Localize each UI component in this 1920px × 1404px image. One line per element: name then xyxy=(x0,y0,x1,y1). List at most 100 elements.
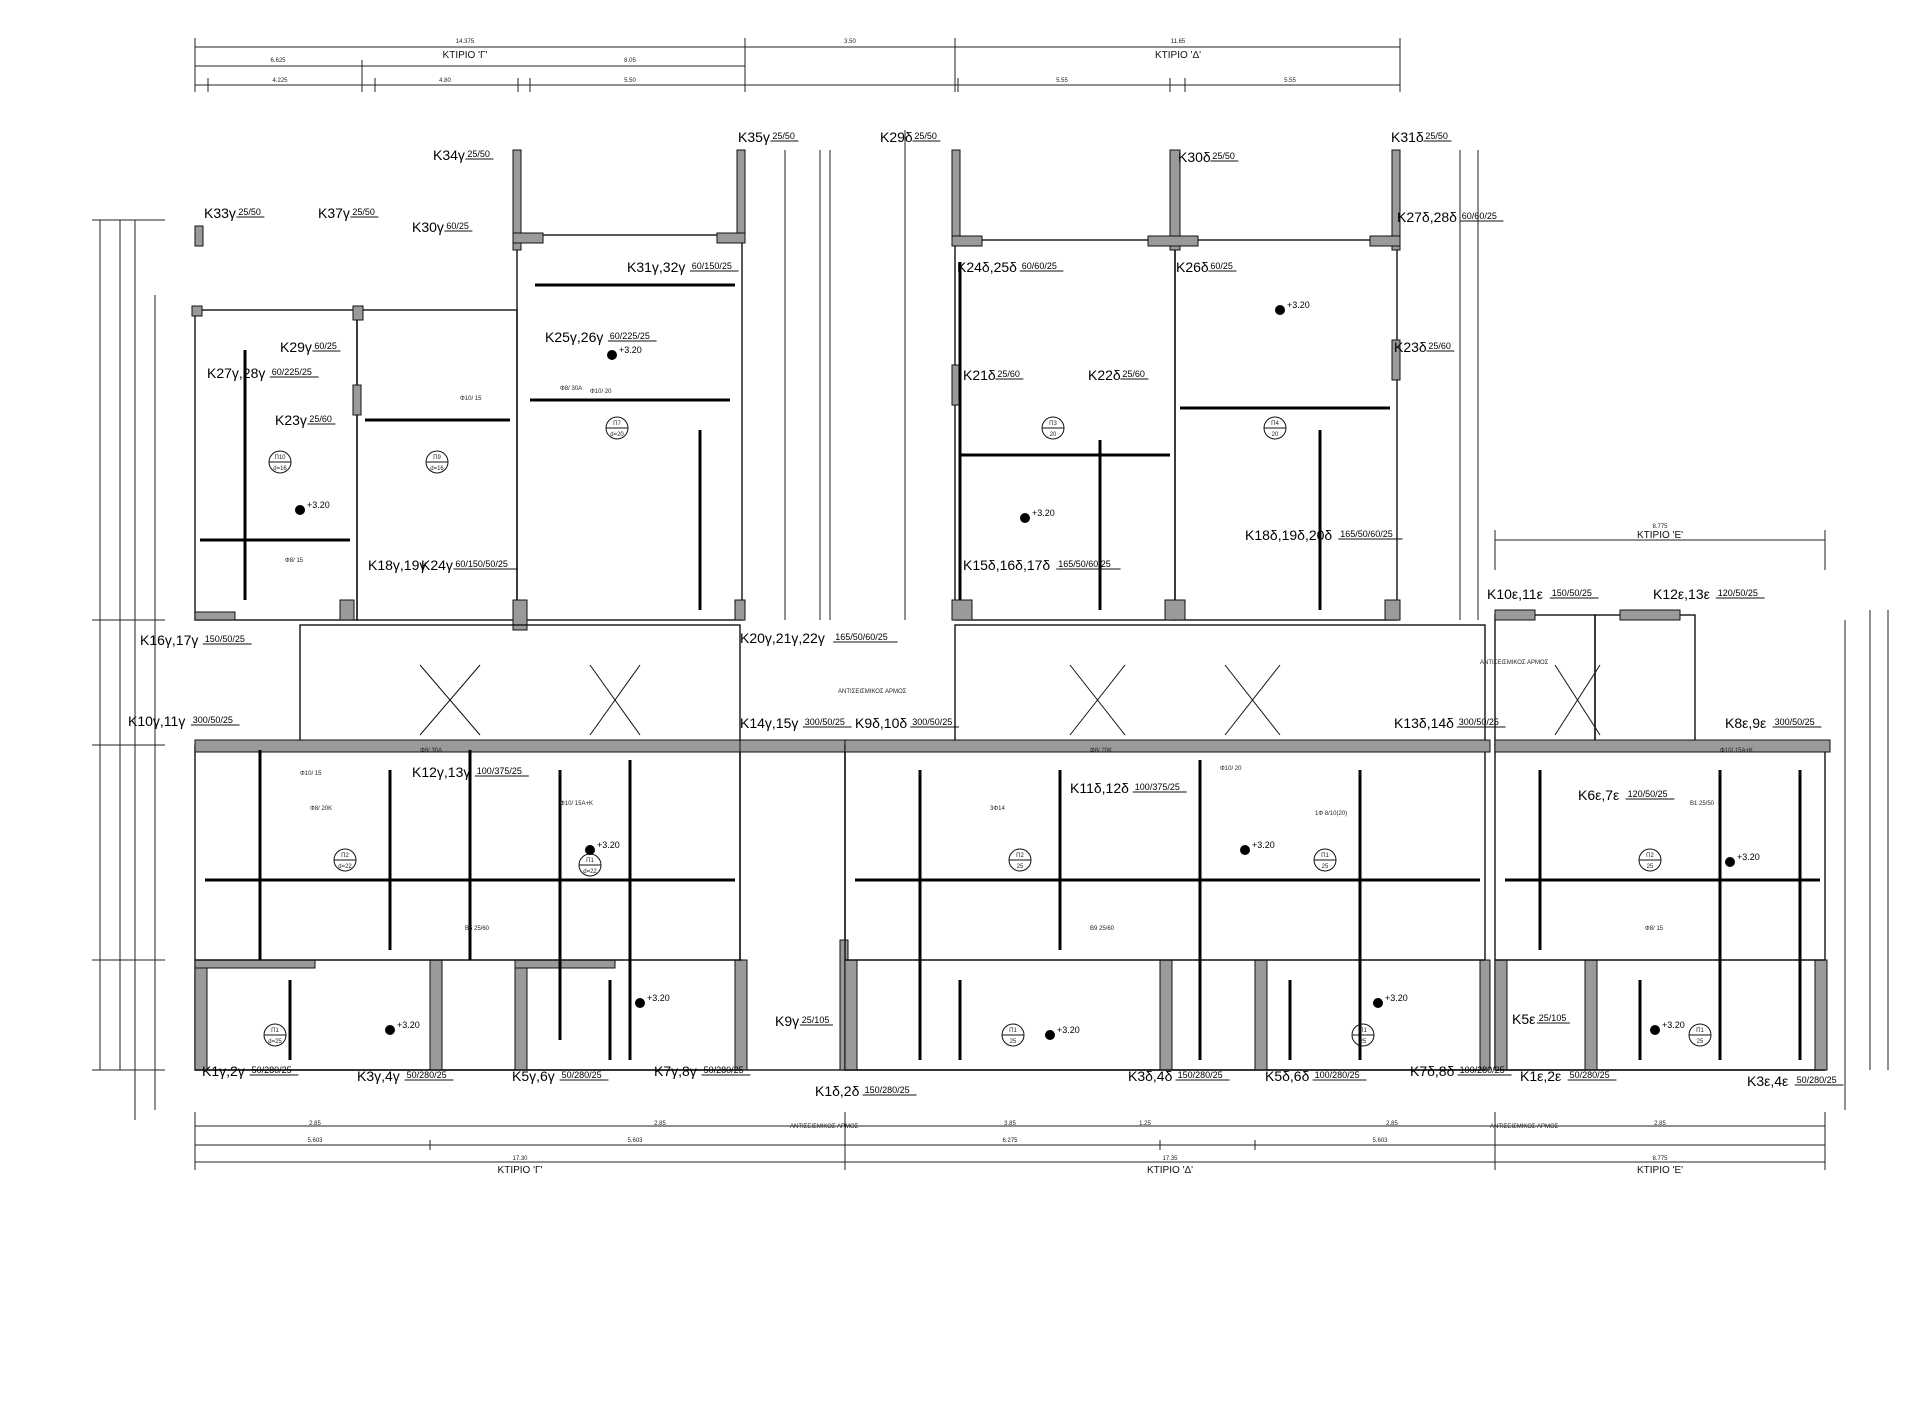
dim-bottom-seg-4: 5.603 xyxy=(1372,1138,1388,1144)
level-mark-text: +3.20 xyxy=(647,993,670,1003)
rebar-note: Φ10/ 15A+K xyxy=(560,801,593,807)
column-label: K3γ,4γ xyxy=(357,1068,400,1084)
column-size: 150/50/25 xyxy=(1552,588,1592,598)
column-size: 60/150/50/25 xyxy=(455,559,508,569)
rebar-note: Φ10/ 20 xyxy=(1220,766,1242,772)
column-label: K7δ,8δ xyxy=(1410,1063,1455,1079)
rebar-note: 1Φ 8/10(20) xyxy=(1315,811,1347,817)
column-size: 50/280/25 xyxy=(407,1070,447,1080)
column-size: 25/60 xyxy=(309,414,332,424)
rebar-note: Φ10/ 20 xyxy=(590,389,612,395)
level-mark-text: +3.20 xyxy=(1032,508,1055,518)
building-delta-label-top: ΚΤΙΡΙΟ 'Δ' xyxy=(1155,50,1201,61)
level-mark-text: +3.20 xyxy=(619,345,642,355)
column-size: 60/225/25 xyxy=(610,331,650,341)
rebar-note: Φ10/ 15 xyxy=(300,771,322,777)
building-gamma-label-top: ΚΤΙΡΙΟ 'Γ' xyxy=(443,50,488,61)
level-mark-symbol xyxy=(585,845,595,855)
column-size: 50/280/25 xyxy=(252,1065,292,1075)
column-size: 165/50/60/25 xyxy=(1340,529,1393,539)
column-size: 165/50/60/25 xyxy=(835,632,888,642)
column-label: K10γ,11γ xyxy=(128,713,185,729)
column-size: 60/225/25 xyxy=(272,367,312,377)
column-size: 165/50/60/25 xyxy=(1058,559,1111,569)
column-label: K23δ xyxy=(1394,339,1427,355)
slab-id: Π1 xyxy=(586,858,594,864)
column-size: 60/25 xyxy=(1210,261,1233,271)
dim-bottom-epsilon: 8.775 xyxy=(1652,1156,1668,1162)
slab-thickness: 25 xyxy=(1322,864,1329,870)
dim-bottom-seg-1: 5.603 xyxy=(307,1138,323,1144)
column-label: K29γ xyxy=(280,339,312,355)
slab-thickness: 25 xyxy=(1360,1039,1367,1045)
epsilon-dimension: 8.775 ΚΤΙΡΙΟ 'Ε' xyxy=(1494,524,1826,570)
dim-delta-total: 11.65 xyxy=(1171,39,1186,45)
level-mark-symbol xyxy=(1275,305,1285,315)
column-label: K27δ,28δ xyxy=(1397,209,1457,225)
column-size: 50/280/25 xyxy=(1797,1075,1837,1085)
dim-seg-d: 5.55 xyxy=(1056,78,1068,84)
level-mark-text: +3.20 xyxy=(1662,1020,1685,1030)
slab-id: Π7 xyxy=(613,421,621,427)
level-mark-symbol xyxy=(385,1025,395,1035)
building-gamma-label-bottom: ΚΤΙΡΙΟ 'Γ' xyxy=(498,1165,543,1176)
column-label: K31γ,32γ xyxy=(627,259,685,275)
dim-sub-385: 3.85 xyxy=(1004,1121,1016,1127)
level-mark-text: +3.20 xyxy=(1252,840,1275,850)
rebar-note: Φ8/ 20K xyxy=(310,806,332,812)
column-label: K23γ xyxy=(275,412,307,428)
column-label: K34γ xyxy=(433,147,465,163)
dim-gamma-right: 8.05 xyxy=(624,58,636,64)
column-label: K11δ,12δ xyxy=(1070,780,1129,796)
level-mark-text: +3.20 xyxy=(1287,300,1310,310)
rebar-note: Φ8/ 30A xyxy=(420,748,442,754)
slab-id: Π1 xyxy=(1321,853,1329,859)
level-mark-symbol xyxy=(1045,1030,1055,1040)
column-label: K18γ,19γ xyxy=(368,557,426,573)
slab-id: Π10 xyxy=(274,455,286,461)
column-label: K1ε,2ε xyxy=(1520,1068,1561,1084)
column-label: K24δ,25δ xyxy=(957,259,1017,275)
level-mark-symbol xyxy=(1240,845,1250,855)
column-label: K9δ,10δ xyxy=(855,715,907,731)
column-label: K5ε xyxy=(1512,1011,1535,1027)
antiseismic-joint-note-4: ΑΝΤΙΣΕΙΣΜΙΚΟΣ ΑΡΜΟΣ xyxy=(1490,1124,1559,1130)
level-mark-symbol xyxy=(607,350,617,360)
column-size: 25/50 xyxy=(1425,131,1448,141)
column-label: K3ε,4ε xyxy=(1747,1073,1788,1089)
building-delta-label-bottom: ΚΤΙΡΙΟ 'Δ' xyxy=(1147,1165,1193,1176)
column-size: 25/60 xyxy=(1122,369,1145,379)
slab-thickness: d=20 xyxy=(610,432,624,438)
right-dimension-chain xyxy=(784,130,1889,1110)
column-size: 50/280/25 xyxy=(562,1070,602,1080)
rebar-note: Φ8/ 15 xyxy=(285,558,304,564)
rebar-notes: Φ8/ 15 Φ10/ 15 Φ10/ 20 Φ8/ 30A Φ8/ 20K Φ10/ 1… xyxy=(285,386,1753,932)
column-size: 300/50/25 xyxy=(1775,717,1815,727)
rebar-note: 3Φ14 xyxy=(990,806,1005,812)
dim-sub-125: 1.25 xyxy=(1139,1121,1151,1127)
slab-thickness: 20 xyxy=(1050,432,1057,438)
column-label: K20γ,21γ,22γ xyxy=(740,630,825,646)
top-dimension-chain: 14.375 3.50 11.65 ΚΤΙΡΙΟ 'Γ' ΚΤΙΡΙΟ 'Δ' … xyxy=(194,38,1401,92)
column-size: 60/25 xyxy=(446,221,469,231)
slab-id: Π1 xyxy=(1359,1028,1367,1034)
slab-id: Π2 xyxy=(1646,853,1654,859)
slab-id: Π1 xyxy=(1696,1028,1704,1034)
level-mark-text: +3.20 xyxy=(1737,852,1760,862)
column-size: 100/375/25 xyxy=(477,766,522,776)
column-label: K8ε,9ε xyxy=(1725,715,1766,731)
slab-thickness: d=22 xyxy=(338,864,352,870)
column-label: K12ε,13ε xyxy=(1653,586,1710,602)
column-size: 300/50/25 xyxy=(193,715,233,725)
dim-sub-285-a: 2.85 xyxy=(309,1121,321,1127)
dim-seg-b: 4.80 xyxy=(439,78,451,84)
level-mark-symbol xyxy=(295,505,305,515)
column-label: K37γ xyxy=(318,205,350,221)
column-label: K31δ xyxy=(1391,129,1424,145)
level-mark-symbol xyxy=(1650,1025,1660,1035)
rebar-note: Β5 25/60 xyxy=(465,926,490,932)
level-mark-text: +3.20 xyxy=(397,1020,420,1030)
column-label: K33γ xyxy=(204,205,236,221)
dim-bottom-delta: 17.35 xyxy=(1162,1156,1178,1162)
column-label: K12γ,13γ xyxy=(412,764,470,780)
